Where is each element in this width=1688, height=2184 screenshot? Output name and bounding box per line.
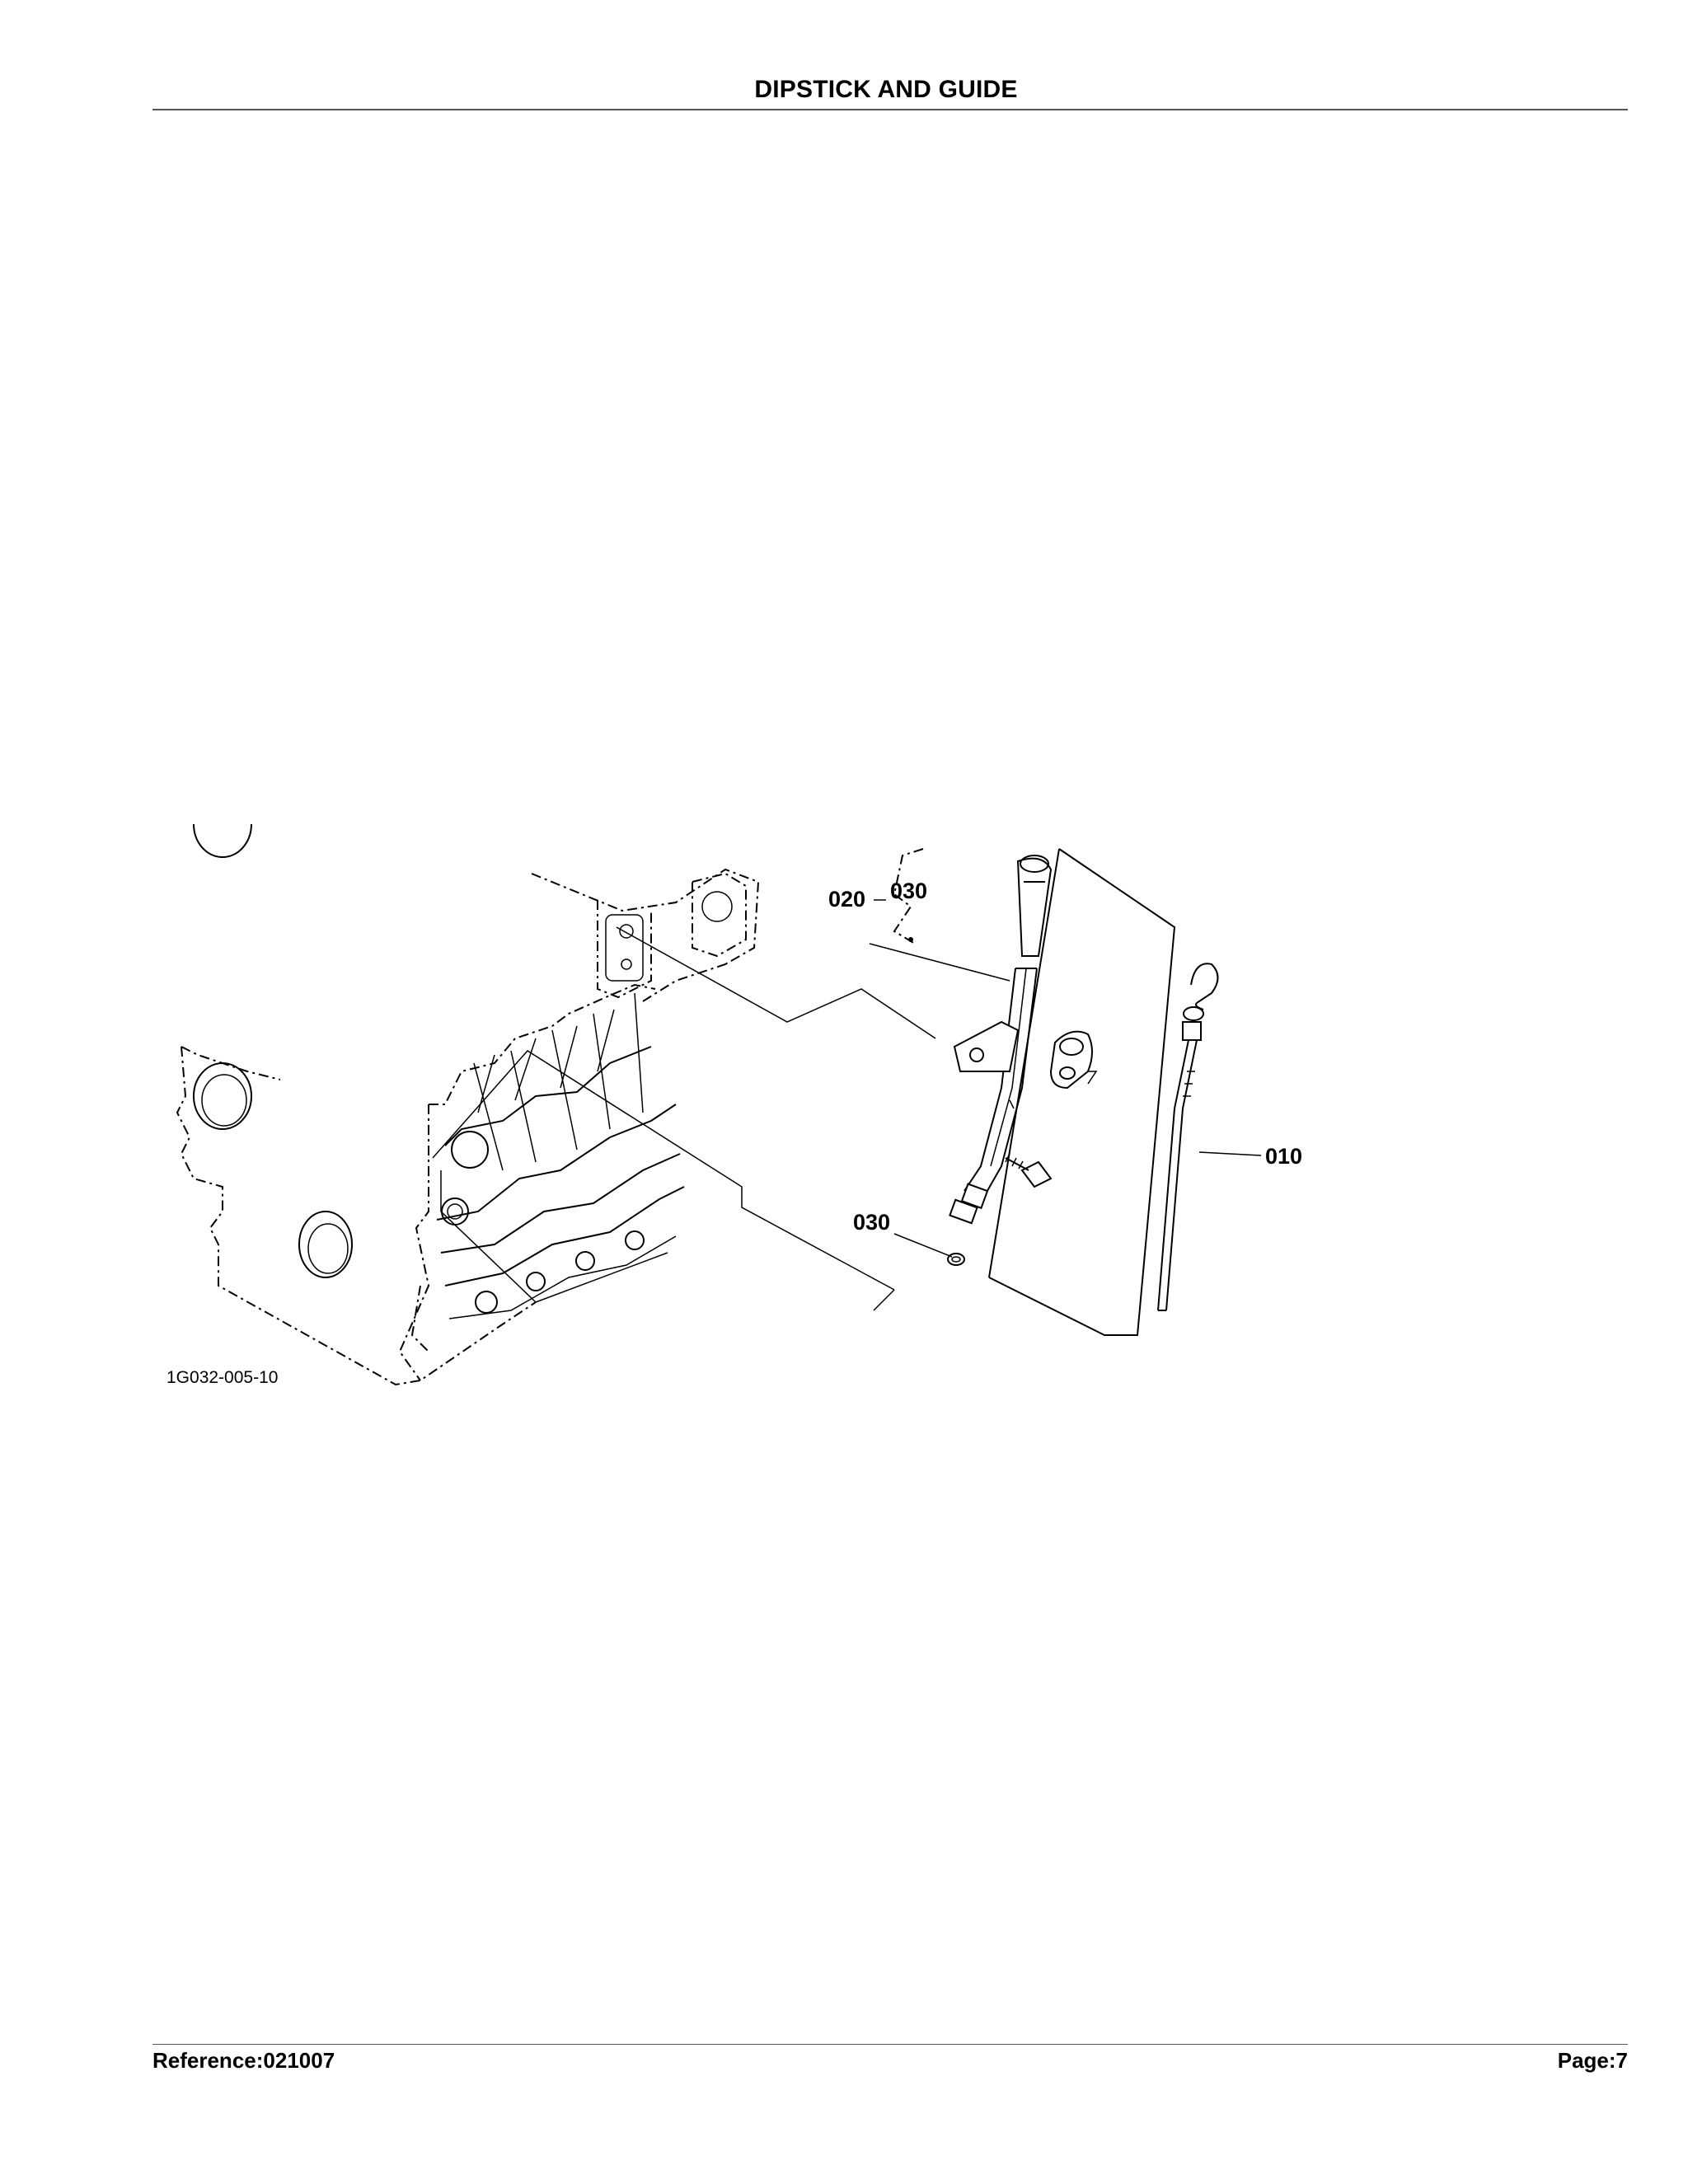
- page-number: Page:7: [1557, 2048, 1628, 2073]
- callout-030-bottom: 030: [853, 1210, 890, 1235]
- callout-labels: 020 030 030 010 1G032-005-10: [166, 879, 1302, 1387]
- footer-divider: [152, 2044, 1628, 2045]
- figure-code: 1G032-005-10: [166, 1368, 278, 1387]
- header-divider: [152, 109, 1628, 110]
- callout-010: 010: [1265, 1144, 1302, 1169]
- dipstick-guide-drawing: [893, 848, 1093, 1266]
- reference-label: Reference:021007: [152, 2048, 335, 2073]
- callout-030-top: 030: [890, 879, 927, 903]
- dipstick-drawing: [988, 848, 1219, 1336]
- leader-lines: [432, 926, 1098, 1311]
- page-title: DIPSTICK AND GUIDE: [754, 76, 1018, 103]
- engine-block-drawing: [176, 824, 760, 1386]
- callout-020: 020: [828, 887, 865, 912]
- parts-diagram: 020 030 030 010 1G032-005-10: [166, 824, 1302, 1387]
